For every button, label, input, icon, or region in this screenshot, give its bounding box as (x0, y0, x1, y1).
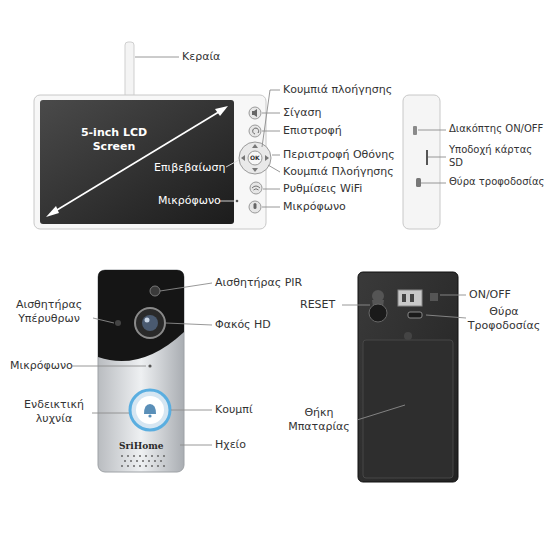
part-label: Θύρα τροφοδοσίας (449, 176, 544, 189)
part-label: Ενδεικτική λυχνία (18, 398, 90, 426)
part-label: Αισθητήρας Υπέρυθρων (6, 298, 92, 326)
part-label: Μικρόφωνο (10, 359, 73, 373)
part-label: Ρυθμίσεις WiFi (283, 182, 362, 196)
part-label: Θύρα Τροφοδοσίας (464, 305, 544, 333)
part-label: OK (250, 154, 260, 162)
part-label: Κουμπί (215, 403, 253, 417)
part-label: SriHome (119, 441, 163, 452)
part-label: Κουμπιά πλοήγησης (283, 83, 392, 97)
part-label: Σίγαση (283, 106, 321, 120)
part-label: 5-inch LCD Screen (78, 126, 150, 154)
part-label: Διακόπτης ON/OFF (449, 123, 543, 136)
part-label: Θήκη Μπαταρίας (282, 406, 356, 434)
part-label: Μικρόφωνο (158, 194, 221, 208)
part-label: Φακός HD (215, 318, 271, 332)
part-label: Επιβεβαίωση (154, 161, 225, 175)
part-label: Υποδοχή κάρτας SD (449, 144, 541, 169)
part-label: Κουμπιά Πλοήγησης (283, 165, 394, 179)
part-label: ON/OFF (469, 288, 511, 302)
part-label: RESET (300, 298, 335, 312)
part-label: Κεραία (182, 50, 220, 64)
part-label: Αισθητήρας PIR (215, 276, 302, 290)
part-label: Επιστροφή (283, 124, 342, 138)
part-label: Ηχείο (215, 438, 246, 452)
part-label: Μικρόφωνο (283, 200, 346, 214)
part-label: Περιστροφή Οθόνης (283, 148, 395, 162)
